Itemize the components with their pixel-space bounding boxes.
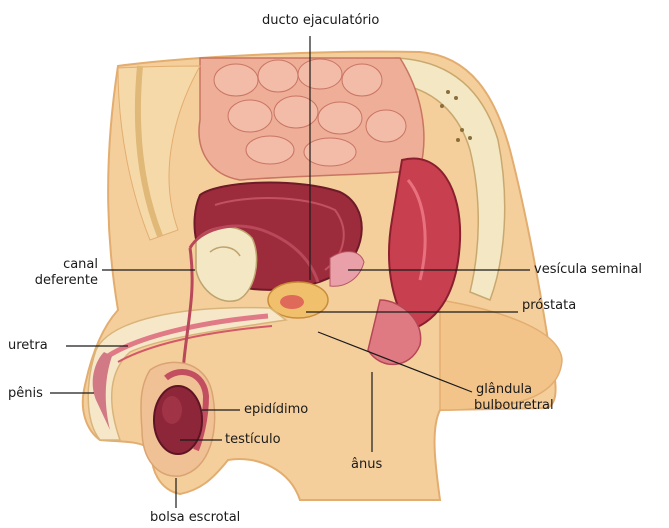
- label-penis: pênis: [8, 386, 43, 402]
- label-vas-deferens-line2: deferente: [14, 273, 98, 289]
- label-scrotum: bolsa escrotal: [150, 510, 240, 526]
- label-testicle: testículo: [225, 432, 281, 448]
- label-vas-deferens: canal deferente: [14, 257, 98, 289]
- label-ejaculatory-duct: ducto ejaculatório: [262, 13, 372, 29]
- label-bulbourethral-line2: bulbouretral: [474, 398, 554, 414]
- label-epididymis: epidídimo: [244, 402, 308, 418]
- label-bulbourethral: glândula bulbouretral: [474, 382, 554, 414]
- label-seminal-vesicle: vesícula seminal: [534, 262, 642, 278]
- label-prostate: próstata: [522, 298, 576, 314]
- label-anus: ânus: [351, 457, 382, 473]
- label-urethra: uretra: [8, 338, 48, 354]
- label-vas-deferens-line1: canal: [14, 257, 98, 273]
- testicle-shape: [154, 386, 202, 454]
- intestines: [199, 58, 424, 180]
- label-bulbourethral-line1: glândula: [474, 382, 554, 398]
